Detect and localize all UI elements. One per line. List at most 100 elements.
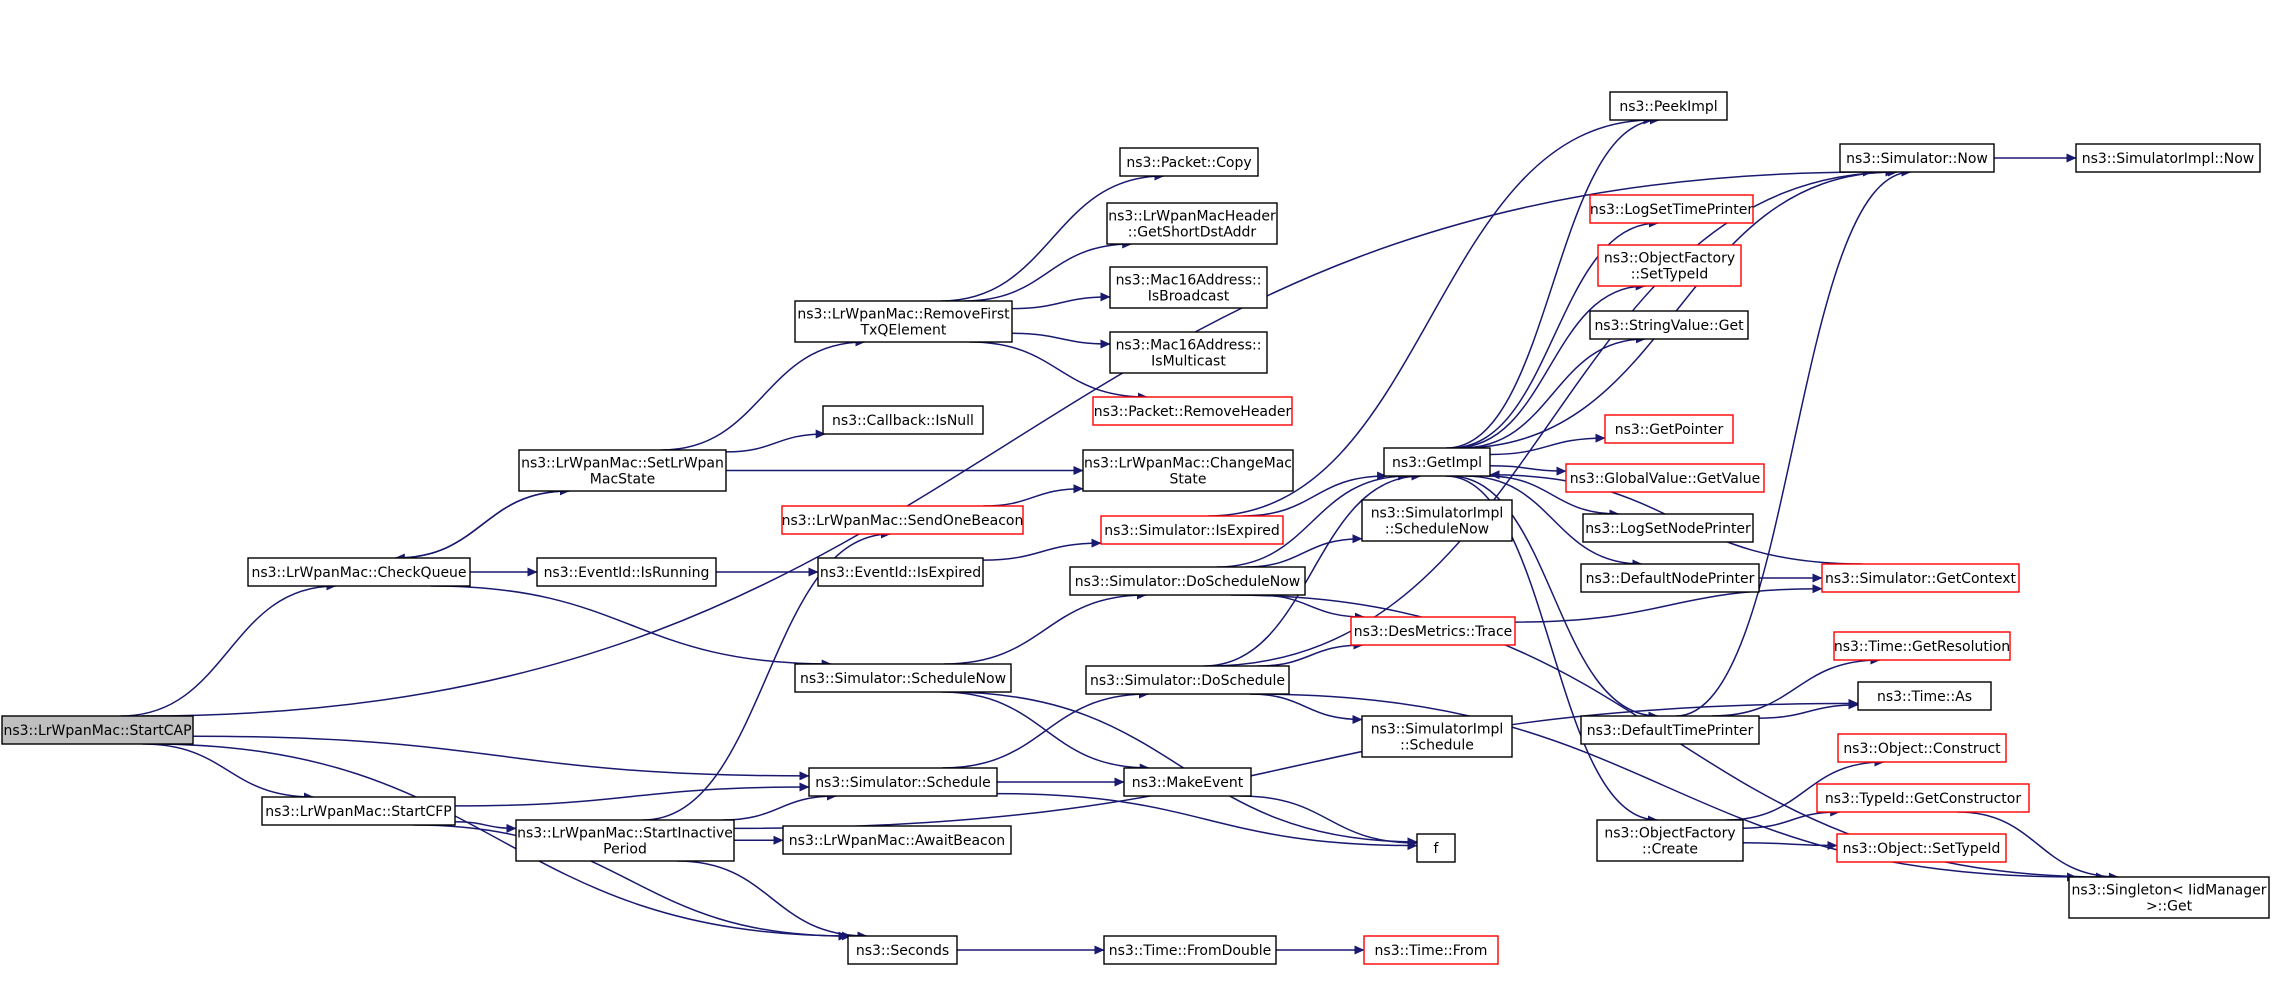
node-send-one-beacon[interactable]: ns3::LrWpanMac::SendOneBeacon <box>781 505 1024 535</box>
node-label: ns3::EventId::IsRunning <box>544 565 710 581</box>
node-check-queue[interactable]: ns3::LrWpanMac::CheckQueue <box>247 557 471 587</box>
node-globalvalue-getvalue[interactable]: ns3::GlobalValue::GetValue <box>1565 463 1765 493</box>
node-get-pointer[interactable]: ns3::GetPointer <box>1604 414 1734 444</box>
node-callback-isnull[interactable]: ns3::Callback::IsNull <box>822 405 984 435</box>
node-get-short-dst-addr[interactable]: ns3::LrWpanMacHeader::GetShortDstAddr <box>1106 202 1278 245</box>
node-box <box>1416 833 1456 863</box>
edge-get-impl-to-globalvalue-getvalue <box>1489 464 1567 476</box>
node-object-settypeid[interactable]: ns3::Object::SetTypeId <box>1836 833 2007 863</box>
node-label: ns3::Time::As <box>1877 689 1972 705</box>
node-objfactory-create[interactable]: ns3::ObjectFactory::Create <box>1596 819 1744 862</box>
edge-get-impl-to-get-pointer <box>1489 433 1606 456</box>
node-box <box>822 405 984 435</box>
edge-get-impl-to-log-set-node-printer <box>1485 475 1620 519</box>
edge-default-time-printer-to-time-getresolution <box>1711 655 1881 717</box>
node-is-broadcast[interactable]: ns3::Mac16Address::IsBroadcast <box>1109 266 1268 309</box>
node-label: ns3::Simulator::Schedule <box>815 775 991 791</box>
edge-send-one-beacon-to-change-mac-state <box>983 484 1084 507</box>
node-label: ns3::Object::Construct <box>1843 741 2001 757</box>
edge-get-impl-to-default-node-printer <box>1465 475 1643 569</box>
node-box <box>1836 833 2007 863</box>
node-box <box>1123 767 1252 797</box>
node-box <box>1069 566 1306 596</box>
node-start-cap[interactable]: ns3::LrWpanMac::StartCAP <box>1 715 194 745</box>
node-log-set-node-printer[interactable]: ns3::LogSetNodePrinter <box>1582 513 1754 543</box>
node-sim-isexpired[interactable]: ns3::Simulator::IsExpired <box>1100 515 1284 545</box>
node-default-time-printer[interactable]: ns3::DefaultTimePrinter <box>1580 715 1760 745</box>
node-is-multicast[interactable]: ns3::Mac16Address::IsMulticast <box>1109 331 1268 374</box>
node-simimpl-schedulenow[interactable]: ns3::SimulatorImpl::ScheduleNow <box>1361 499 1513 542</box>
node-simimpl-schedule[interactable]: ns3::SimulatorImpl::Schedule <box>1361 715 1513 758</box>
node-time-fromdouble[interactable]: ns3::Time::FromDouble <box>1103 935 1277 965</box>
node-objfactory-settypeid[interactable]: ns3::ObjectFactory::SetTypeId <box>1597 244 1742 287</box>
node-label: ns3::LrWpanMac::StartCAP <box>3 723 191 739</box>
call-nodes: ns3::LrWpanMac::StartCAPns3::LrWpanMac::… <box>1 91 2270 965</box>
node-label: ns3::GlobalValue::GetValue <box>1570 471 1760 487</box>
node-peek-impl[interactable]: ns3::PeekImpl <box>1609 91 1728 121</box>
node-stringvalue-get[interactable]: ns3::StringValue::Get <box>1589 310 1749 340</box>
node-box <box>2075 143 2261 173</box>
node-sim-doschedulenow[interactable]: ns3::Simulator::DoScheduleNow <box>1069 566 1306 596</box>
node-box <box>781 505 1024 535</box>
node-make-event[interactable]: ns3::MakeEvent <box>1123 767 1252 797</box>
node-simimpl-now[interactable]: ns3::SimulatorImpl::Now <box>2075 143 2261 173</box>
node-box <box>1350 616 1516 646</box>
node-packet-copy[interactable]: ns3::Packet::Copy <box>1119 147 1259 177</box>
node-box <box>1833 631 2011 661</box>
node-object-construct[interactable]: ns3::Object::Construct <box>1837 733 2007 763</box>
node-box <box>794 663 1012 693</box>
node-label: ns3::StringValue::Get <box>1594 318 1744 334</box>
node-default-node-printer[interactable]: ns3::DefaultNodePrinter <box>1580 563 1760 593</box>
node-box <box>808 767 998 797</box>
node-time-getresolution[interactable]: ns3::Time::GetResolution <box>1833 631 2011 661</box>
node-eventid-isrunning[interactable]: ns3::EventId::IsRunning <box>536 557 717 587</box>
edge-start-inactive-period-to-send-one-beacon <box>642 529 891 821</box>
node-sim-doschedule[interactable]: ns3::Simulator::DoSchedule <box>1085 665 1290 695</box>
node-box <box>1597 244 1742 287</box>
node-box <box>1085 665 1290 695</box>
node-label: ns3::LrWpanMac::SetLrWpan <box>521 456 724 472</box>
node-box <box>247 557 471 587</box>
node-box <box>1361 715 1513 758</box>
node-log-set-time-printer[interactable]: ns3::LogSetTimePrinter <box>1589 194 1754 224</box>
node-label: ns3::LrWpanMac::StartCFP <box>265 804 452 820</box>
node-box <box>1109 266 1268 309</box>
node-singleton-get[interactable]: ns3::Singleton< IidManager>::Get <box>2068 876 2270 919</box>
node-desmetrics-trace[interactable]: ns3::DesMetrics::Trace <box>1350 616 1516 646</box>
node-label: ns3::Simulator::DoSchedule <box>1090 673 1285 689</box>
node-get-impl[interactable]: ns3::GetImpl <box>1383 447 1491 477</box>
node-sim-schedule[interactable]: ns3::Simulator::Schedule <box>808 767 998 797</box>
edge-start-cap-to-sim-schedule <box>192 735 810 781</box>
node-label: ns3::Mac16Address:: <box>1116 273 1262 289</box>
node-label: ns3::LrWpanMac::CheckQueue <box>251 565 466 581</box>
node-time-as[interactable]: ns3::Time::As <box>1857 681 1992 711</box>
node-remove-header[interactable]: ns3::Packet::RemoveHeader <box>1092 396 1293 426</box>
node-sim-getcontext[interactable]: ns3::Simulator::GetContext <box>1821 563 2020 593</box>
node-eventid-isexpired[interactable]: ns3::EventId::IsExpired <box>817 557 984 587</box>
node-start-cfp[interactable]: ns3::LrWpanMac::StartCFP <box>261 796 456 826</box>
node-box <box>1580 563 1760 593</box>
node-time-from[interactable]: ns3::Time::From <box>1363 935 1499 965</box>
node-f[interactable]: f <box>1416 833 1456 863</box>
node-box <box>2068 876 2270 919</box>
edge-sim-doschedulenow-to-simimpl-schedulenow <box>1245 534 1363 568</box>
node-label: ns3::Simulator::GetContext <box>1825 571 2017 587</box>
node-seconds[interactable]: ns3::Seconds <box>847 935 958 965</box>
call-edges <box>120 115 2119 955</box>
node-label: ::ScheduleNow <box>1385 522 1489 538</box>
node-sim-schedulenow[interactable]: ns3::Simulator::ScheduleNow <box>794 663 1012 693</box>
edge-sim-schedulenow-to-sim-doschedulenow <box>944 590 1147 665</box>
node-sim-now[interactable]: ns3::Simulator::Now <box>1839 143 1995 173</box>
edge-get-impl-to-objfactory-settypeid <box>1453 281 1646 449</box>
edge-sim-schedulenow-to-make-event <box>941 691 1150 773</box>
node-box <box>1100 515 1284 545</box>
node-await-beacon[interactable]: ns3::LrWpanMac::AwaitBeacon <box>782 825 1012 855</box>
node-label: ns3::Callback::IsNull <box>832 413 974 429</box>
node-typeid-getconstructor[interactable]: ns3::TypeId::GetConstructor <box>1816 783 2030 813</box>
node-label: ns3::SimulatorImpl <box>1371 722 1504 738</box>
edge-check-queue-to-sim-schedulenow <box>430 585 832 669</box>
